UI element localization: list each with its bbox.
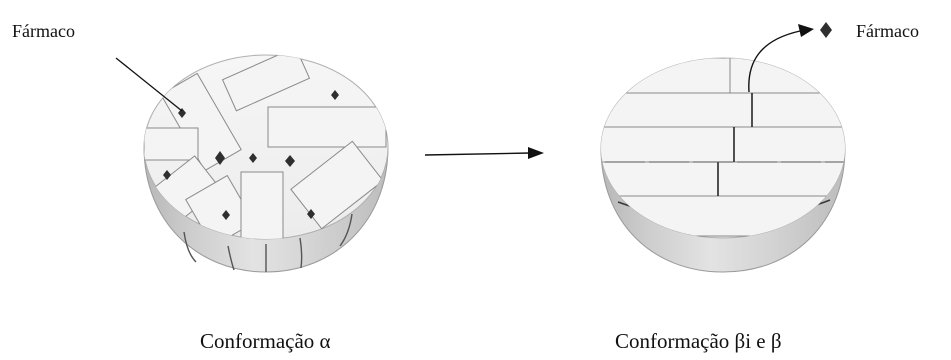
lamella — [601, 126, 735, 163]
lamella — [240, 171, 284, 239]
alpha-drug-markers — [163, 90, 339, 220]
drug-label-right: Fármaco — [856, 21, 919, 41]
lamella — [751, 92, 845, 128]
lamella — [290, 140, 384, 230]
beta-particle — [600, 22, 846, 273]
diamond-icon — [178, 108, 186, 118]
diamond-icon — [285, 155, 295, 167]
lamella — [601, 92, 753, 128]
diamond-icon — [215, 151, 225, 165]
alpha-bowl-crevices — [183, 213, 353, 272]
diamond-icon — [222, 210, 230, 220]
lamella — [221, 55, 311, 112]
diamond-icon — [249, 153, 257, 163]
curved-arrow-icon — [748, 24, 814, 93]
lamella — [601, 161, 719, 197]
diamond-icon — [163, 170, 171, 180]
lamella — [717, 161, 845, 197]
diamond-icon — [307, 209, 315, 219]
diamond-icon — [820, 22, 832, 38]
diamond-icon — [331, 90, 339, 100]
drug-label-left: Fármaco — [12, 21, 75, 41]
caption-alpha-conformation: Conformação α — [200, 329, 331, 353]
arrow-right-icon — [424, 147, 544, 159]
alpha-particle — [115, 54, 389, 273]
lamella — [144, 127, 199, 161]
alpha-drug-pointer — [115, 57, 183, 112]
lamella — [729, 58, 845, 94]
caption-beta-conformation: Conformação βi e β — [615, 329, 782, 353]
lamella — [267, 106, 387, 148]
lamella — [601, 58, 731, 94]
lamella — [733, 126, 845, 163]
